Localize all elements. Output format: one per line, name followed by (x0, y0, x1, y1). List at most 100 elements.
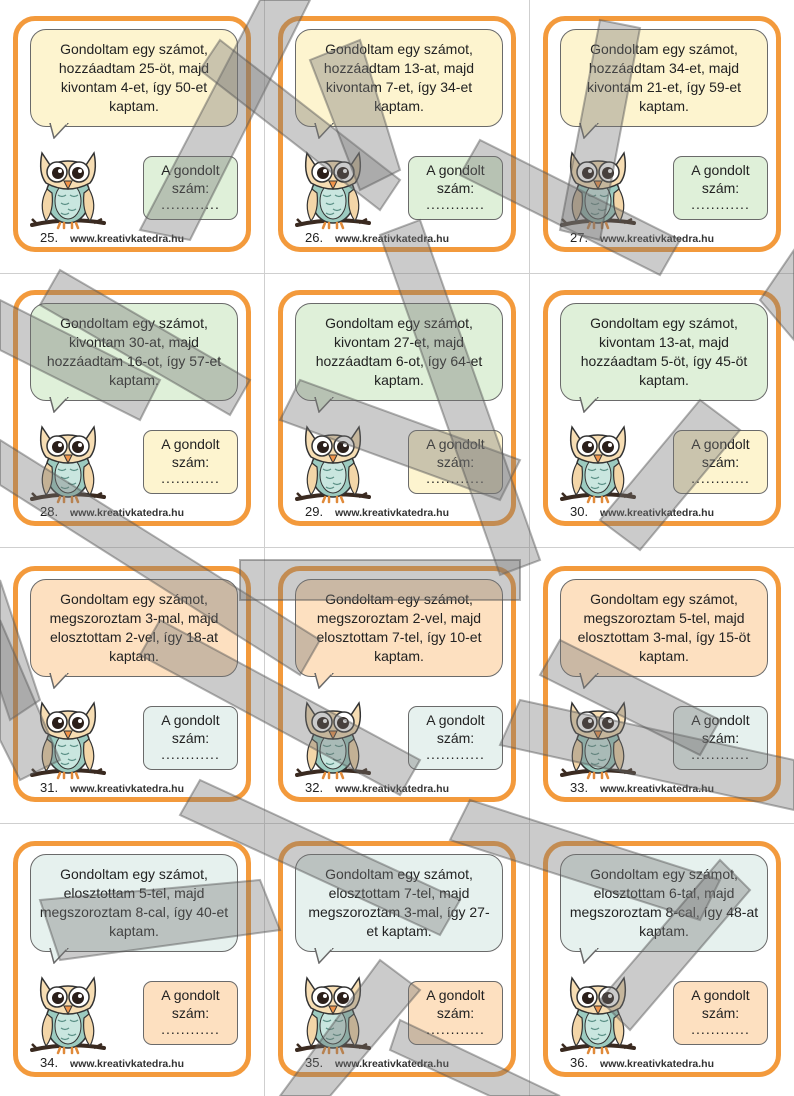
answer-label: A gondolt szám: (161, 987, 220, 1021)
riddle-card: Gondoltam egy számot, hozzáadtam 13-at, … (278, 16, 516, 252)
card-number: 31. (40, 780, 59, 795)
card-number: 27. (570, 230, 589, 245)
answer-blank: ............ (426, 196, 485, 212)
answer-label: A gondolt szám: (161, 162, 220, 196)
owl-icon (28, 964, 108, 1056)
bubble-tail (49, 123, 70, 139)
card-number: 36. (570, 1055, 589, 1070)
owl-icon (293, 964, 373, 1056)
answer-label: A gondolt szám: (691, 987, 750, 1021)
site-url: www.kreativkatedra.hu (335, 507, 449, 519)
answer-label: A gondolt szám: (691, 712, 750, 746)
riddle-card: Gondoltam egy számot, hozzáadtam 34-et, … (543, 16, 781, 252)
owl-icon (28, 139, 108, 231)
answer-box[interactable]: A gondolt szám:............ (673, 156, 768, 220)
answer-box[interactable]: A gondolt szám:............ (143, 156, 238, 220)
answer-label: A gondolt szám: (426, 712, 485, 746)
card-number: 32. (305, 780, 324, 795)
answer-box[interactable]: A gondolt szám:............ (408, 156, 503, 220)
riddle-card: Gondoltam egy számot, elosztottam 7-tel,… (278, 841, 516, 1077)
answer-box[interactable]: A gondolt szám:............ (408, 706, 503, 770)
owl-icon (558, 413, 638, 505)
answer-label: A gondolt szám: (161, 436, 220, 470)
site-url: www.kreativkatedra.hu (600, 233, 714, 245)
bubble-tail (314, 948, 335, 964)
answer-box[interactable]: A gondolt szám:............ (673, 430, 768, 494)
site-url: www.kreativkatedra.hu (600, 783, 714, 795)
answer-blank: ............ (161, 470, 220, 486)
card-number: 34. (40, 1055, 59, 1070)
bubble-tail (579, 948, 600, 964)
answer-label: A gondolt szám: (426, 987, 485, 1021)
speech-bubble: Gondoltam egy számot, elosztottam 5-tel,… (30, 854, 238, 952)
riddle-card: Gondoltam egy számot, megszoroztam 3-mal… (13, 566, 251, 802)
riddle-card: Gondoltam egy számot, hozzáadtam 25-öt, … (13, 16, 251, 252)
riddle-card: Gondoltam egy számot, megszoroztam 5-tel… (543, 566, 781, 802)
site-url: www.kreativkatedra.hu (335, 233, 449, 245)
speech-bubble: Gondoltam egy számot, kivontam 30-at, ma… (30, 303, 238, 401)
bubble-tail (314, 673, 335, 689)
cut-line (0, 547, 794, 548)
site-url: www.kreativkatedra.hu (600, 1058, 714, 1070)
riddle-card: Gondoltam egy számot, megszoroztam 2-vel… (278, 566, 516, 802)
site-url: www.kreativkatedra.hu (335, 1058, 449, 1070)
riddle-card: Gondoltam egy számot, elosztottam 6-tal,… (543, 841, 781, 1077)
cut-line (529, 0, 530, 1096)
site-url: www.kreativkatedra.hu (70, 1058, 184, 1070)
answer-blank: ............ (161, 1021, 220, 1037)
bubble-tail (49, 397, 70, 413)
answer-box[interactable]: A gondolt szám:............ (408, 430, 503, 494)
speech-bubble: Gondoltam egy számot, elosztottam 6-tal,… (560, 854, 768, 952)
answer-label: A gondolt szám: (691, 436, 750, 470)
answer-blank: ............ (426, 470, 485, 486)
card-number: 30. (570, 504, 589, 519)
speech-bubble: Gondoltam egy számot, hozzáadtam 34-et, … (560, 29, 768, 127)
answer-box[interactable]: A gondolt szám:............ (143, 430, 238, 494)
answer-blank: ............ (691, 470, 750, 486)
owl-icon (558, 964, 638, 1056)
site-url: www.kreativkatedra.hu (600, 507, 714, 519)
answer-box[interactable]: A gondolt szám:............ (673, 706, 768, 770)
answer-box[interactable]: A gondolt szám:............ (143, 981, 238, 1045)
card-number: 25. (40, 230, 59, 245)
riddle-card: Gondoltam egy számot, kivontam 27-et, ma… (278, 290, 516, 526)
speech-bubble: Gondoltam egy számot, kivontam 13-at, ma… (560, 303, 768, 401)
site-url: www.kreativkatedra.hu (70, 507, 184, 519)
speech-bubble: Gondoltam egy számot, megszoroztam 3-mal… (30, 579, 238, 677)
answer-blank: ............ (691, 746, 750, 762)
speech-bubble: Gondoltam egy számot, hozzáadtam 25-öt, … (30, 29, 238, 127)
cut-line (0, 823, 794, 824)
speech-bubble: Gondoltam egy számot, kivontam 27-et, ma… (295, 303, 503, 401)
owl-icon (28, 689, 108, 781)
riddle-card: Gondoltam egy számot, kivontam 13-at, ma… (543, 290, 781, 526)
answer-blank: ............ (426, 1021, 485, 1037)
answer-box[interactable]: A gondolt szám:............ (673, 981, 768, 1045)
riddle-card: Gondoltam egy számot, elosztottam 5-tel,… (13, 841, 251, 1077)
bubble-tail (579, 673, 600, 689)
riddle-card: Gondoltam egy számot, kivontam 30-at, ma… (13, 290, 251, 526)
card-number: 28. (40, 504, 59, 519)
bubble-tail (579, 123, 600, 139)
owl-icon (558, 689, 638, 781)
owl-icon (558, 139, 638, 231)
speech-bubble: Gondoltam egy számot, megszoroztam 2-vel… (295, 579, 503, 677)
answer-blank: ............ (691, 196, 750, 212)
answer-box[interactable]: A gondolt szám:............ (143, 706, 238, 770)
cut-line (264, 0, 265, 1096)
bubble-tail (579, 397, 600, 413)
owl-icon (293, 689, 373, 781)
speech-bubble: Gondoltam egy számot, elosztottam 7-tel,… (295, 854, 503, 952)
answer-box[interactable]: A gondolt szám:............ (408, 981, 503, 1045)
answer-blank: ............ (161, 196, 220, 212)
answer-label: A gondolt szám: (426, 162, 485, 196)
answer-label: A gondolt szám: (161, 712, 220, 746)
bubble-tail (49, 673, 70, 689)
answer-blank: ............ (691, 1021, 750, 1037)
card-number: 33. (570, 780, 589, 795)
site-url: www.kreativkatedra.hu (335, 783, 449, 795)
site-url: www.kreativkatedra.hu (70, 233, 184, 245)
owl-icon (28, 413, 108, 505)
card-number: 35. (305, 1055, 324, 1070)
bubble-tail (49, 948, 70, 964)
speech-bubble: Gondoltam egy számot, hozzáadtam 13-at, … (295, 29, 503, 127)
